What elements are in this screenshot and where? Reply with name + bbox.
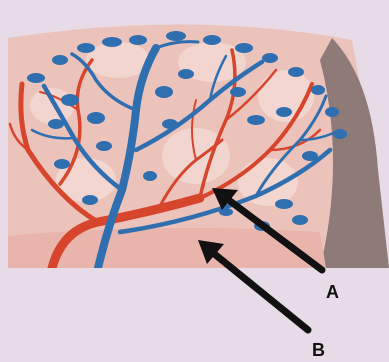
label-b: B [312,340,325,360]
label-a: A [326,282,339,302]
